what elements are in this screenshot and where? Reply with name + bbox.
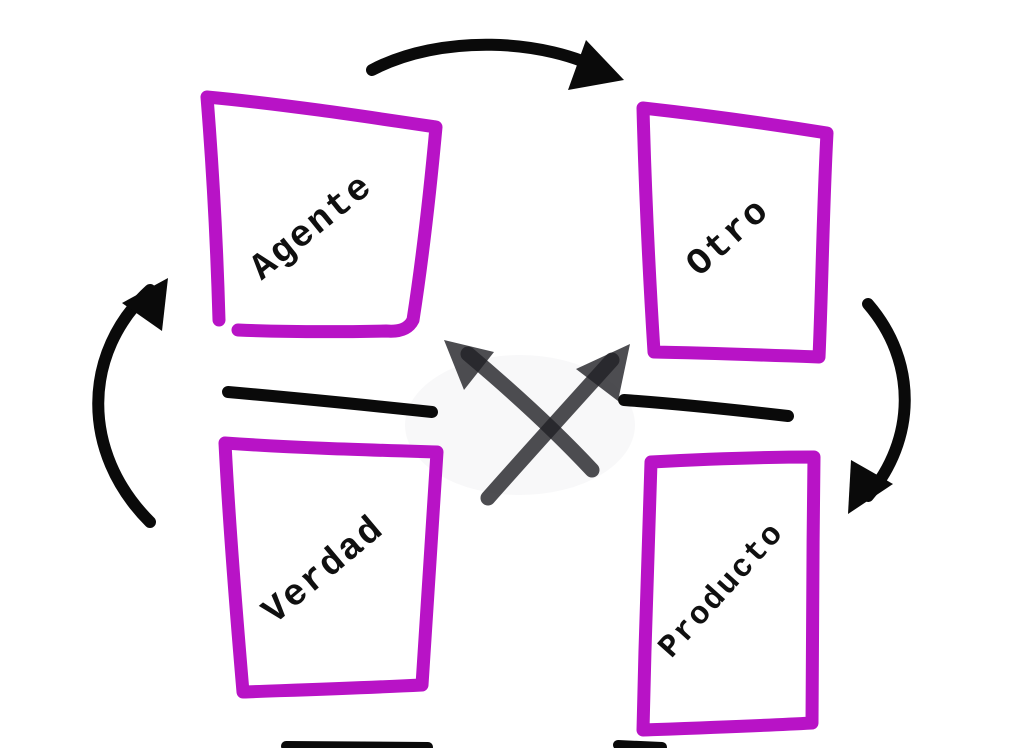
cross-arrow-up-left-head	[444, 340, 494, 390]
arrow-verdad-to-agente	[92, 284, 156, 528]
cycle-arrows	[92, 38, 911, 528]
arrow-otro-to-producto-head	[848, 460, 893, 514]
arrow-agente-to-otro-head	[568, 40, 624, 90]
verdad-box-outline	[218, 436, 444, 699]
producto-label: Producto	[651, 515, 792, 666]
arrow-verdad-to-agente-head	[122, 278, 168, 331]
bottom-edge-marks	[281, 740, 667, 748]
producto-box-outline	[636, 450, 821, 737]
node-agente: Agente	[200, 90, 443, 339]
cross-arrow-up-right-head	[576, 344, 630, 401]
agente-box-outline	[200, 90, 443, 339]
node-producto: Producto	[636, 450, 821, 737]
arrow-otro-to-producto	[862, 298, 911, 502]
bottom-edge-mark-right	[613, 740, 667, 748]
middle-left-line	[222, 386, 438, 418]
middle-right-line	[618, 394, 794, 422]
node-verdad: Verdad	[218, 436, 444, 699]
otro-box-outline	[636, 101, 834, 364]
bottom-edge-mark-left	[281, 741, 433, 748]
verdad-label: Verdad	[255, 508, 393, 634]
agente-label: Agente	[243, 166, 382, 290]
node-otro: Otro	[636, 101, 834, 364]
otro-label: Otro	[679, 190, 779, 286]
cross-arrows	[444, 340, 630, 506]
arrow-agente-to-otro	[366, 38, 612, 78]
